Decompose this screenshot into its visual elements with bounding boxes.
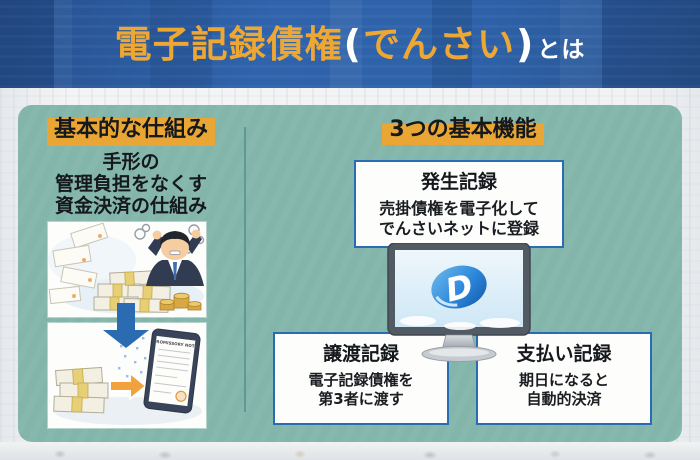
header-banner: 電子記録債権 ( でんさい ) とは <box>0 0 700 88</box>
title-main: 電子記録債権 <box>114 23 343 66</box>
title-suffix: とは <box>537 37 586 63</box>
function-box-occurrence-record: 発生記録 売掛債権を電子化して でんさいネットに登録 <box>354 160 564 248</box>
function-box-title: 発生記録 <box>420 171 497 193</box>
function-box-transfer-record: 譲渡記録 電子記録債権を 第3者に渡す <box>273 332 449 425</box>
tablet-screen-label: PROMISSORY NOTE <box>153 339 198 349</box>
down-arrow-shaft <box>117 303 135 331</box>
densai-monitor-illustration: D <box>382 243 536 363</box>
stressed-businessman-illustration <box>48 222 206 317</box>
section-three-functions-heading: 3つの基本機能 <box>244 115 682 146</box>
function-box-body: 電子記録債権を 第3者に渡す <box>275 371 447 409</box>
function-box-body: 期日になると 自動的決済 <box>478 371 650 409</box>
description-line: 資金決済の仕組み <box>54 195 207 218</box>
left-heading-highlight: 基本的な仕組み <box>46 115 215 146</box>
body-line: 第3者に渡す <box>318 389 404 408</box>
body-line: 電子記録債権を <box>308 370 414 389</box>
body-line: 売掛債権を電子化して <box>379 198 539 218</box>
monitor-drawing: D <box>387 243 531 362</box>
function-box-title: 譲渡記録 <box>322 343 399 365</box>
description-line: 手形の <box>102 151 160 173</box>
function-box-title: 支払い記録 <box>516 343 612 365</box>
title-paren-close: ) <box>516 22 535 66</box>
function-box-body: 売掛債権を電子化して でんさいネットに登録 <box>356 199 562 240</box>
title-inner: でんさい <box>363 23 515 66</box>
title-paren-open: ( <box>343 22 362 66</box>
down-arrow-icon <box>103 303 149 348</box>
street-background <box>0 442 700 460</box>
paper-to-digital-drawing: PROMISSORY NOTE <box>53 328 202 425</box>
body-line: 期日になると <box>518 370 609 389</box>
mechanism-description: 手形の 管理負担をなくす 資金決済の仕組み <box>18 151 244 217</box>
description-line: 管理負担をなくす <box>54 173 207 196</box>
right-heading-highlight: 3つの基本機能 <box>382 115 544 146</box>
body-line: 自動的決済 <box>526 389 602 408</box>
page-title: 電子記録債権 ( でんさい ) とは <box>115 25 586 63</box>
down-arrow-head <box>103 330 149 348</box>
section-divider <box>244 127 246 412</box>
right-arrow-icon <box>109 370 148 402</box>
densai-logo-icon: D <box>431 265 487 310</box>
function-box-payment-record: 支払い記録 期日になると 自動的決済 <box>476 332 652 425</box>
section-basic-mechanism-heading: 基本的な仕組み <box>18 115 244 146</box>
body-line: でんさいネットに登録 <box>378 219 539 239</box>
